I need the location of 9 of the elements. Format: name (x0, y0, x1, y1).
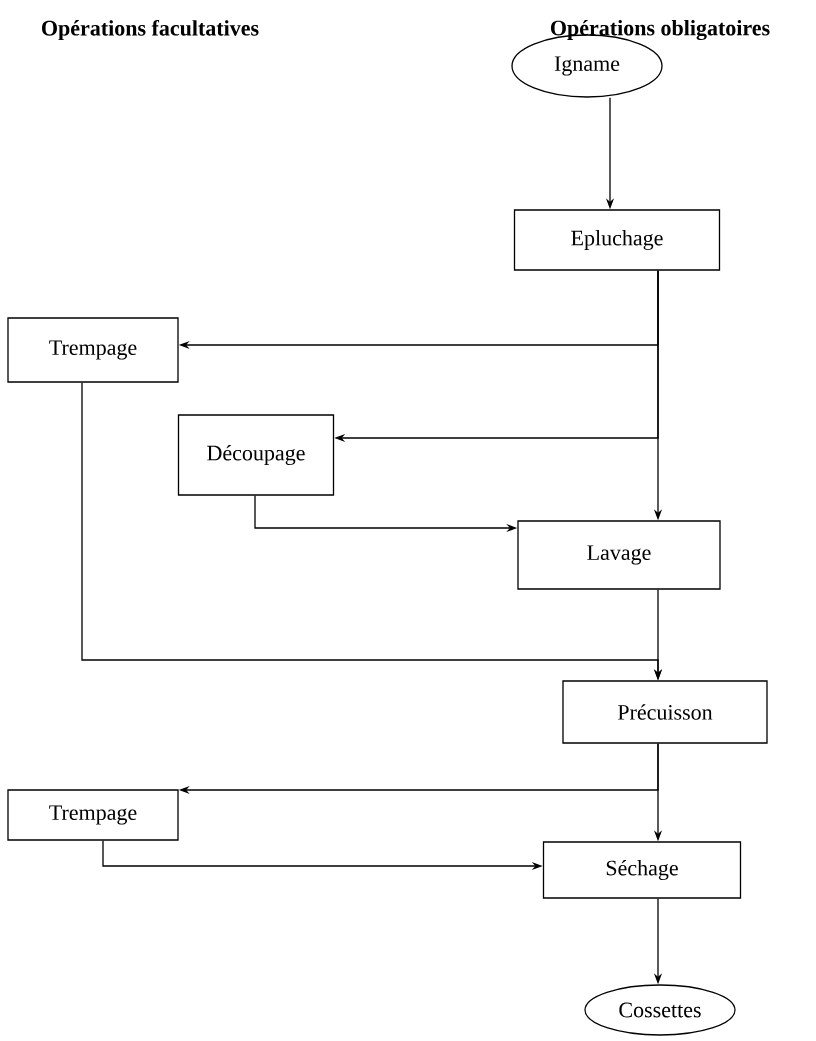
process-box: Lavage (517, 520, 721, 590)
process-box: Découpage (177, 414, 335, 496)
oval-node: Cossettes (584, 984, 736, 1036)
process-box: Trempage (7, 317, 179, 383)
process-box: Précuisson (562, 680, 768, 744)
process-box: Epluchage (513, 209, 721, 271)
process-box: Trempage (7, 789, 179, 841)
column-heading: Opérations facultatives (42, 19, 259, 41)
process-box: Séchage (542, 841, 742, 899)
